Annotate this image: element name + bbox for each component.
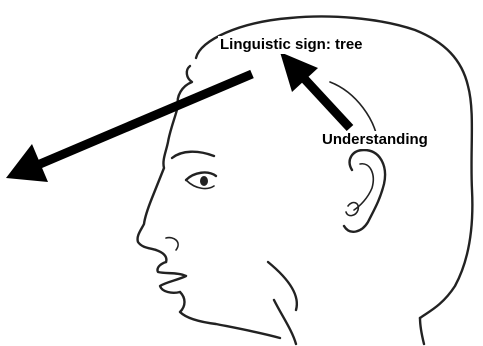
eye-lower-lid [186,180,214,188]
understanding-arrow [280,52,350,128]
jaw-line [268,262,297,310]
head-outline [196,17,472,319]
chin-jaw [180,292,280,338]
understanding-arrow-shaft [300,74,350,128]
lips [157,262,186,293]
eyebrow [172,152,214,158]
projection-arrow-shaft [40,74,252,164]
neck-back [420,318,424,344]
eye-pupil [200,176,208,186]
ear-outer [344,150,385,232]
nose-underside [156,250,166,262]
projection-arrow [6,74,252,182]
understanding-label: Understanding [320,131,430,149]
forehead-profile [138,106,178,250]
linguistic-sign-label: Linguistic sign: tree [218,36,365,54]
nose-wing [166,238,178,250]
